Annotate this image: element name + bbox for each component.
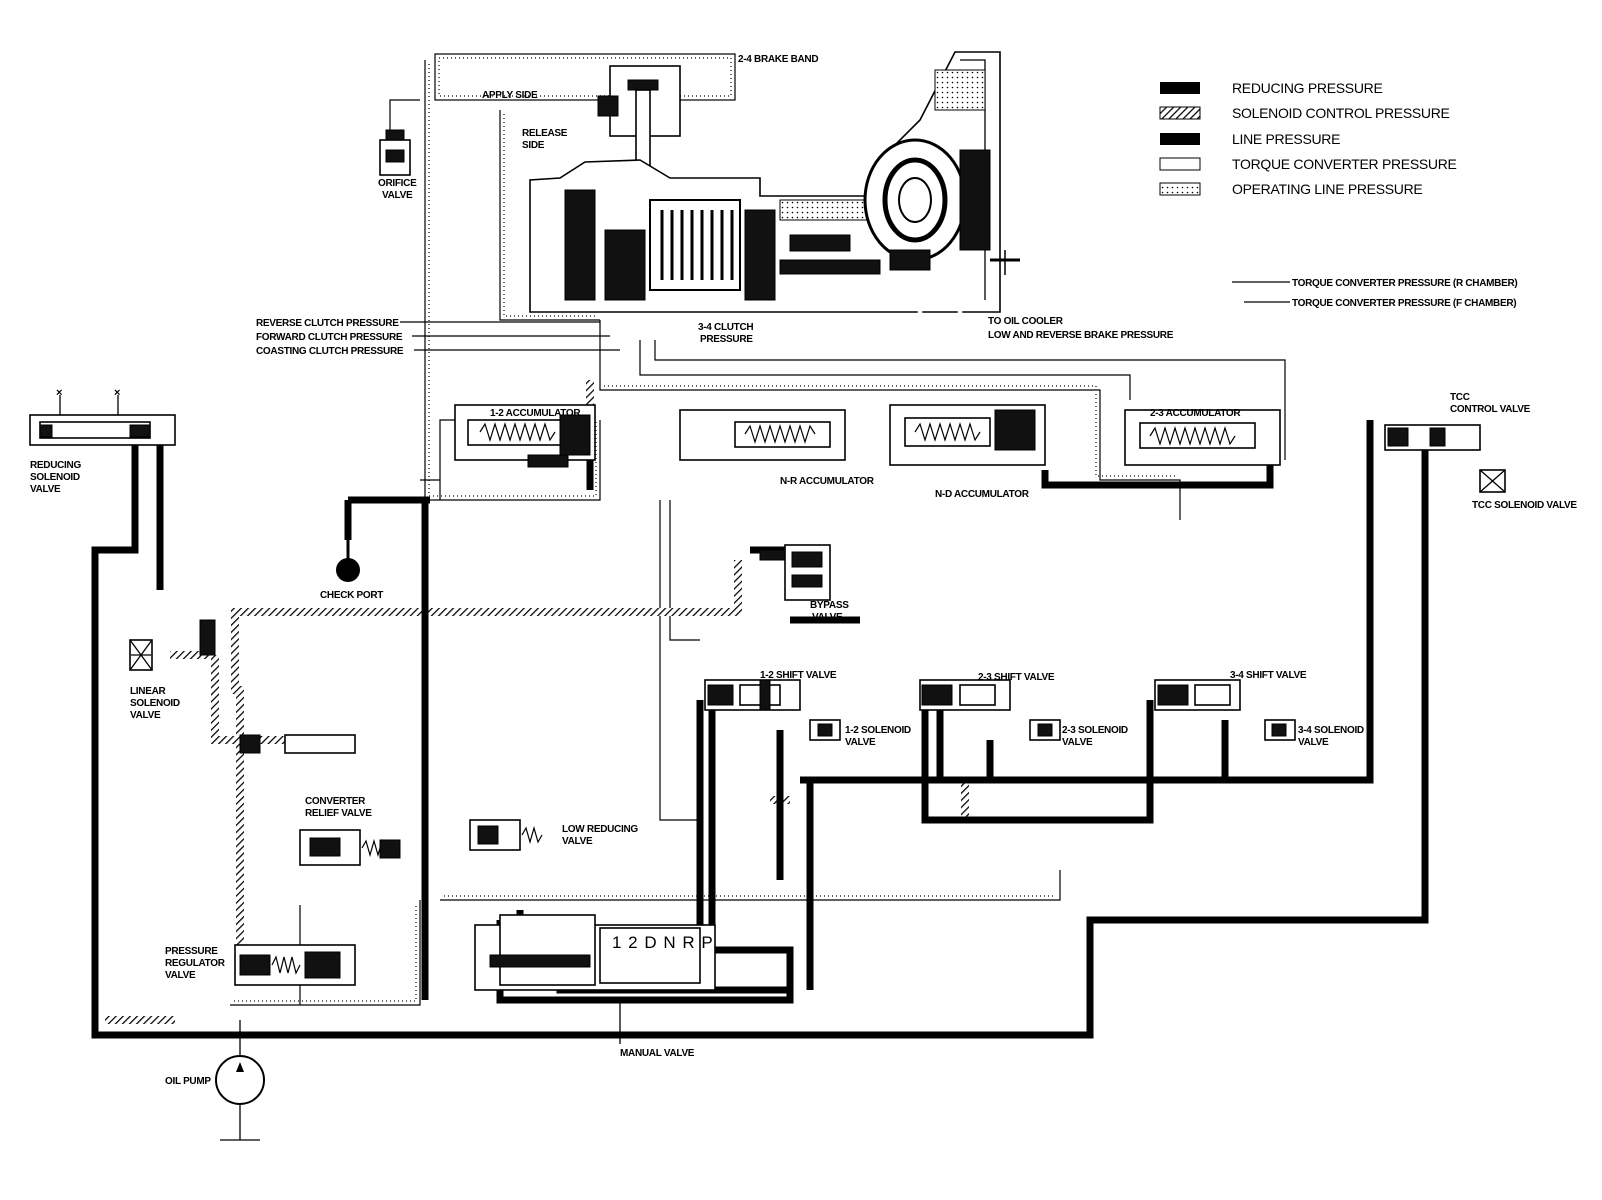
label-tc-pressure-r: TORQUE CONVERTER PRESSURE (R CHAMBER) (1292, 278, 1517, 289)
label-reverse-clutch: REVERSE CLUTCH PRESSURE (256, 318, 399, 329)
transmission-cutaway (434, 51, 1020, 313)
label-tc-pressure-f: TORQUE CONVERTER PRESSURE (F CHAMBER) (1292, 298, 1516, 309)
accumulator-23 (1124, 409, 1281, 466)
label-solenoid-12-1: 1-2 SOLENOID (845, 725, 911, 736)
label-converter-relief-2: RELIEF VALVE (305, 808, 372, 819)
label-apply-side: APPLY SIDE (482, 90, 538, 101)
check-port (336, 540, 360, 582)
legend-label-line: LINE PRESSURE (1232, 131, 1340, 147)
oil-pump (215, 1020, 265, 1141)
label-orifice-valve-2: VALVE (382, 190, 413, 201)
label-clutch-34-2: PRESSURE (700, 334, 753, 345)
legend-label-operating: OPERATING LINE PRESSURE (1232, 181, 1422, 197)
torque-converter-pressure-lines (297, 282, 1435, 913)
labels: 2-4 BRAKE BAND APPLY SIDE RELEASE SIDE O… (30, 54, 1578, 1087)
pressure-regulator-valve (234, 944, 356, 986)
label-reducing-solenoid-2: SOLENOID (30, 472, 80, 483)
accumulator-nr (679, 409, 846, 461)
label-solenoid-34-2: VALVE (1298, 737, 1329, 748)
label-shift-valve-12: 1-2 SHIFT VALVE (760, 670, 837, 681)
label-brake-band: 2-4 BRAKE BAND (738, 54, 818, 65)
tcc-solenoid-valve (1479, 469, 1506, 493)
label-pressure-regulator-3: VALVE (165, 970, 196, 981)
label-reducing-solenoid-1: REDUCING (30, 460, 81, 471)
label-oil-cooler: TO OIL COOLER (988, 316, 1064, 327)
legend-swatch-solenoid (1159, 106, 1201, 120)
bypass-valve (759, 544, 831, 601)
label-solenoid-23-2: VALVE (1062, 737, 1093, 748)
label-release-side-1: RELEASE (522, 128, 568, 139)
label-low-reverse-brake: LOW AND REVERSE BRAKE PRESSURE (988, 330, 1174, 341)
label-pressure-regulator-2: REGULATOR (165, 958, 226, 969)
manual-valve (474, 914, 716, 991)
label-linear-solenoid-3: VALVE (130, 710, 161, 721)
legend-label-reducing: REDUCING PRESSURE (1232, 80, 1382, 96)
low-reducing-valve (469, 819, 543, 851)
solenoid-valve-23 (1029, 719, 1061, 741)
label-solenoid-12-2: VALVE (845, 737, 876, 748)
shift-valve-23 (919, 679, 1011, 711)
solenoid-valve-34 (1264, 719, 1296, 741)
tcc-control-valve (1384, 424, 1481, 451)
accumulator-12 (454, 404, 596, 468)
label-oil-pump: OIL PUMP (165, 1076, 211, 1087)
label-forward-clutch: FORWARD CLUTCH PRESSURE (256, 332, 403, 343)
label-orifice-valve-1: ORIFICE (378, 178, 417, 189)
label-linear-solenoid-2: SOLENOID (130, 698, 180, 709)
legend-swatch-torque-converter (1159, 157, 1201, 171)
label-check-port: CHECK PORT (320, 590, 383, 601)
legend-label-torque-converter: TORQUE CONVERTER PRESSURE (1232, 156, 1457, 172)
label-coasting-clutch: COASTING CLUTCH PRESSURE (256, 346, 404, 357)
label-release-side-2: SIDE (522, 140, 545, 151)
label-tcc-control-2: CONTROL VALVE (1450, 404, 1531, 415)
converter-relief-valve (299, 829, 401, 866)
label-tcc-control-1: TCC (1450, 392, 1470, 403)
label-manual-valve: MANUAL VALVE (620, 1048, 695, 1059)
label-bypass-1: BYPASS (810, 600, 849, 611)
legend-swatch-reducing (1160, 82, 1200, 94)
accumulator-nd (889, 404, 1046, 466)
label-accumulator-12: 1-2 ACCUMULATOR (490, 408, 581, 419)
orifice-valve (379, 129, 411, 176)
label-reducing-solenoid-3: VALVE (30, 484, 61, 495)
label-accumulator-23: 2-3 ACCUMULATOR (1150, 408, 1241, 419)
label-accumulator-nd: N-D ACCUMULATOR (935, 489, 1030, 500)
label-low-reducing-1: LOW REDUCING (562, 824, 638, 835)
label-clutch-34-1: 3-4 CLUTCH (698, 322, 753, 333)
label-bypass-2: VALVE (812, 612, 843, 623)
reducing-solenoid-valve: × × (29, 387, 176, 446)
label-linear-solenoid-1: LINEAR (130, 686, 167, 697)
label-shift-valve-23: 2-3 SHIFT VALVE (978, 672, 1055, 683)
line-pressure-lines (91, 420, 1445, 1039)
legend-swatch-line (1160, 133, 1200, 145)
label-pressure-regulator-1: PRESSURE (165, 946, 218, 957)
legend-swatch-operating (1159, 182, 1201, 196)
label-converter-relief-1: CONVERTER (305, 796, 366, 807)
label-shift-valve-34: 3-4 SHIFT VALVE (1230, 670, 1307, 681)
label-solenoid-23-1: 2-3 SOLENOID (1062, 725, 1128, 736)
legend: REDUCING PRESSURE SOLENOID CONTROL PRESS… (1159, 80, 1457, 197)
label-accumulator-nr: N-R ACCUMULATOR (780, 476, 875, 487)
shift-valve-34 (1154, 679, 1241, 711)
reducing-solenoid-x-left: × (56, 387, 62, 399)
label-low-reducing-2: VALVE (562, 836, 593, 847)
shift-valve-12 (704, 679, 801, 711)
linear-solenoid-valve (129, 619, 216, 671)
label-gear-selector: 1 2 D N R P (612, 933, 714, 952)
label-solenoid-34-1: 3-4 SOLENOID (1298, 725, 1364, 736)
legend-label-solenoid: SOLENOID CONTROL PRESSURE (1232, 105, 1450, 121)
label-tcc-solenoid: TCC SOLENOID VALVE (1472, 500, 1577, 511)
solenoid-valve-12 (809, 719, 841, 741)
reducing-solenoid-x-right: × (114, 387, 120, 399)
